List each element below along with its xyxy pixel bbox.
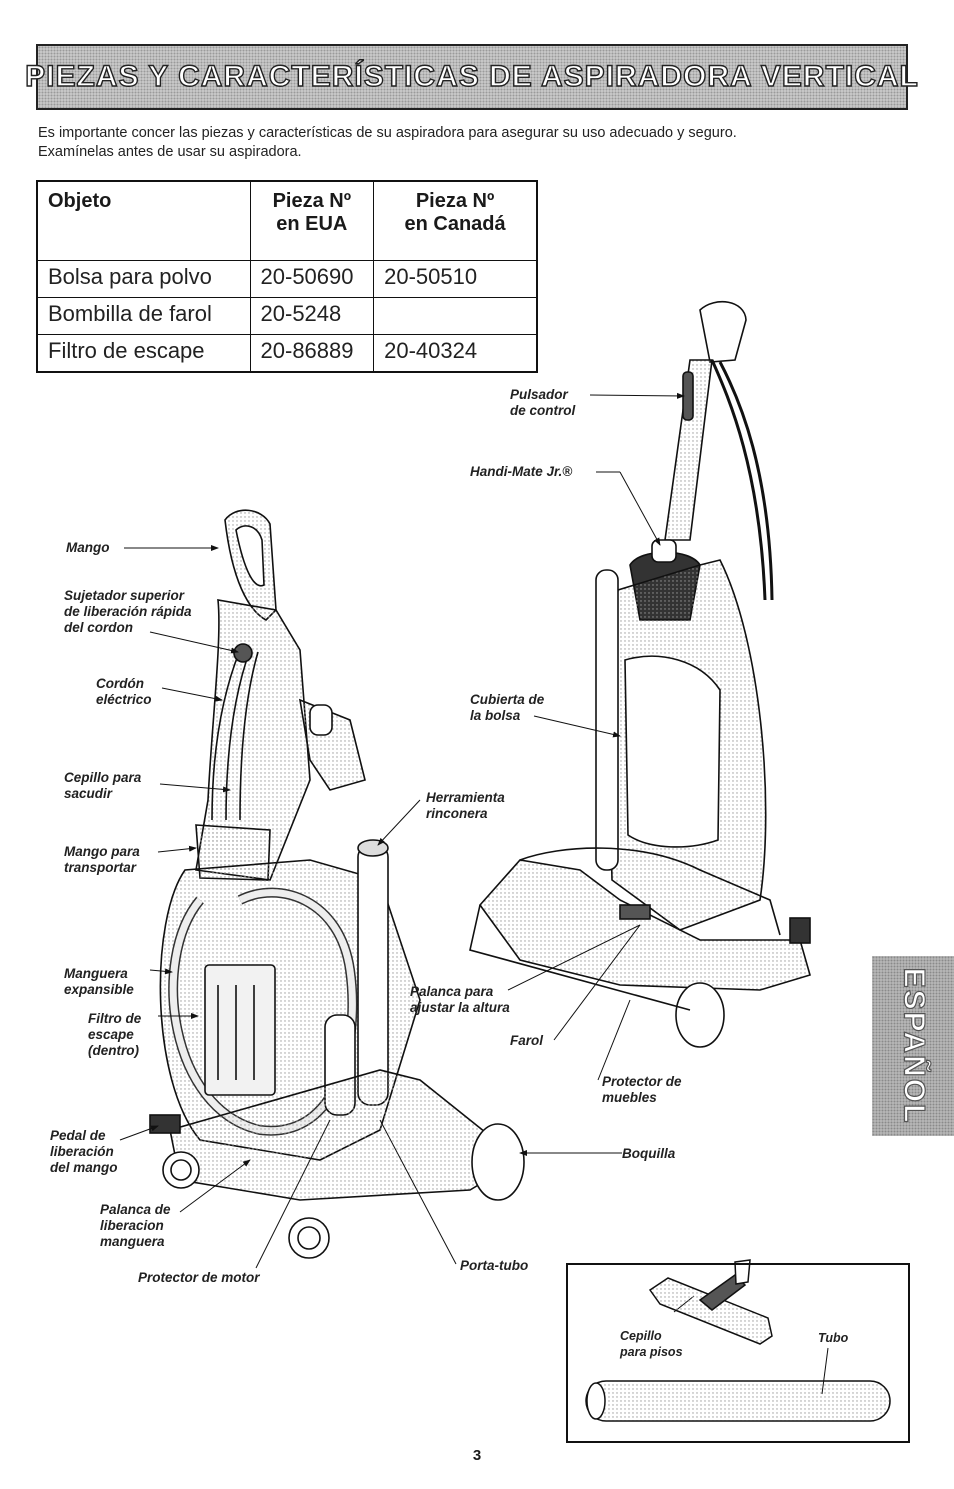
tube-drawing [585,1380,891,1422]
label-cepillo-pisos: Cepillo para pisos [620,1329,683,1359]
label-herramienta: Herramienta rinconera [426,790,505,821]
label-protector-motor: Protector de motor [138,1270,260,1285]
page-title: PIEZAS Y CARACTERÍSTICAS DE ASPIRADORA V… [24,59,919,93]
label-tubo: Tubo [818,1331,849,1345]
label-mango: Mango [66,540,110,555]
accessories-box [566,1263,910,1443]
page-number: 3 [472,1447,482,1464]
label-pedal: Pedal de liberación del mango [50,1128,118,1175]
cell-ca: 20-40324 [373,334,538,373]
cell-item: Filtro de escape [36,334,251,373]
rear-vacuum-drawing [469,301,811,1048]
label-filtro: Filtro de escape (dentro) [88,1011,142,1058]
intro-text: Es importante concer las piezas y caract… [38,124,898,162]
parts-table: Objeto Pieza Nº en EUA Pieza Nº en Canad… [36,180,538,373]
language-side-tab: ESPAÑOL [872,956,954,1136]
header-us-line2: en EUA [276,213,348,235]
label-cubierta: Cubierta de la bolsa [470,692,545,723]
cell-item: Bombilla de farol [36,297,251,335]
label-palanca-altura: Palanca para ajustar la altura [410,984,510,1015]
cell-ca: 20-50510 [373,260,538,298]
label-boquilla: Boquilla [622,1146,676,1161]
cell-ca [373,297,538,335]
header-ca-line1: Pieza Nº [415,190,495,212]
table-row: Filtro de escape 20-86889 20-40324 [36,334,538,373]
header-ca-line2: en Canadá [404,213,506,235]
label-cordon: Cordón eléctrico [96,676,152,707]
table-row: Bolsa para polvo 20-50690 20-50510 [36,260,538,298]
label-mango-transportar: Mango para transportar [64,844,140,875]
front-vacuum-drawing [149,509,525,1259]
cell-us: 20-50690 [249,260,375,298]
table-header-row: Objeto Pieza Nº en EUA Pieza Nº en Canad… [36,180,538,261]
header-us-line1: Pieza Nº [272,190,352,212]
title-banner: PIEZAS Y CARACTERÍSTICAS DE ASPIRADORA V… [24,44,919,110]
side-tab-text: ESPAÑOL [896,967,931,1125]
header-ca: Pieza Nº en Canadá [373,180,538,261]
label-farol: Farol [510,1033,544,1048]
cell-us: 20-86889 [249,334,375,373]
label-sujetador: Sujetador superior de liberación rápida … [64,588,192,635]
cell-item: Bolsa para polvo [36,260,251,298]
label-pulsador: Pulsador de control [510,387,576,418]
intro-line-1: Es importante concer las piezas y caract… [38,125,737,141]
table-row: Bombilla de farol 20-5248 [36,297,538,335]
intro-line-2: Examínelas antes de usar su aspiradora. [38,144,302,160]
label-manguera: Manguera expansible [64,966,134,997]
label-cepillo-sacudir: Cepillo para sacudir [64,770,142,801]
label-palanca-manguera: Palanca de liberacion manguera [100,1202,171,1249]
label-handi-mate: Handi-Mate Jr.® [470,464,573,479]
label-porta-tubo: Porta-tubo [460,1258,529,1273]
label-protector-muebles: Protector de muebles [602,1074,682,1105]
cell-us: 20-5248 [249,297,375,335]
floor-brush-drawing [648,1259,773,1345]
header-item: Objeto [36,180,251,261]
